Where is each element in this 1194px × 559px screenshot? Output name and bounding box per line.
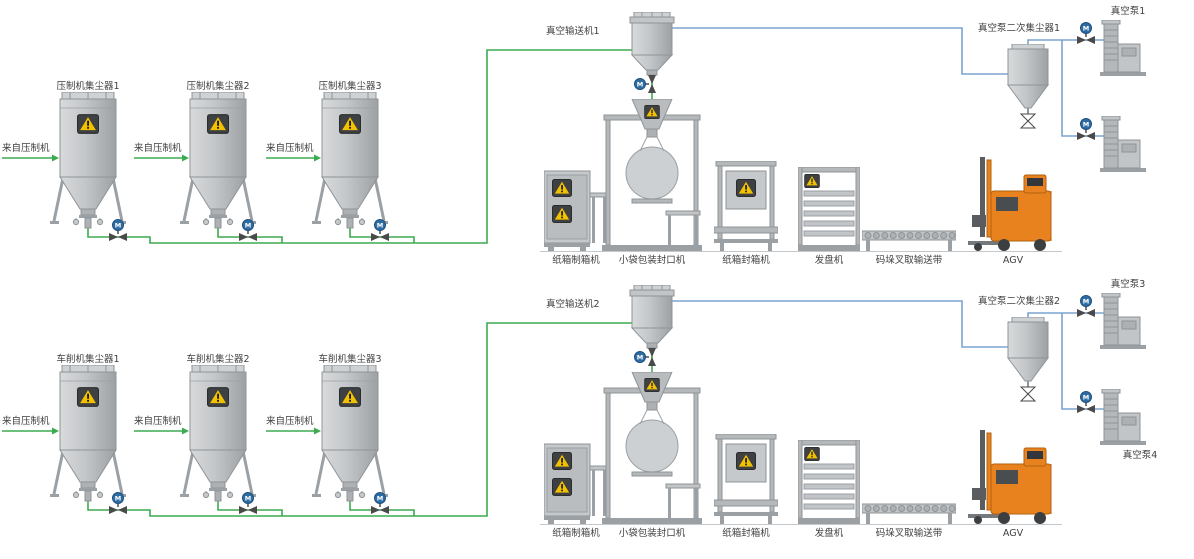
- machine-label: 码垛叉取输送带: [876, 527, 943, 539]
- secondary-collector-label: 真空泵二次集尘器2: [978, 295, 1060, 307]
- flow-arrow-icon: [52, 427, 59, 435]
- valve-motor-label: M: [245, 495, 251, 503]
- dust-collector-graphic: [50, 365, 126, 501]
- dust-collector-graphic: [180, 365, 256, 501]
- carton-sealing-machine-graphic: [714, 161, 778, 251]
- collector-label: 压制机集尘器1: [56, 80, 119, 92]
- carton-forming-machine-graphic: [544, 444, 608, 524]
- pallet-conveyor-graphic: [862, 230, 956, 251]
- valve-motor-label: M: [1083, 25, 1089, 33]
- machine-label: 纸箱封箱机: [722, 527, 770, 539]
- valve-motor-label: M: [1083, 298, 1089, 306]
- dust-collector-graphic: [312, 365, 388, 501]
- machine-label: 发盘机: [815, 254, 844, 266]
- agv-graphic: [968, 430, 1052, 524]
- source-label: 来自压制机: [134, 142, 182, 154]
- machine-label: 发盘机: [815, 527, 844, 539]
- vacuum-pump-graphic: [1100, 116, 1147, 173]
- valve-motor-label: M: [1083, 394, 1089, 402]
- source-label: 来自压制机: [266, 415, 314, 427]
- vacuum-conveyor-graphic: [629, 285, 675, 349]
- source-label: 来自压制机: [2, 415, 50, 427]
- source-label: 来自压制机: [134, 415, 182, 427]
- flow-arrow-icon: [52, 154, 59, 162]
- collector-label: 车削机集尘器1: [56, 353, 119, 365]
- valve-motor-label: M: [377, 222, 383, 230]
- flow-arrow-icon: [182, 154, 189, 162]
- material-pipe-main: [87, 322, 632, 517]
- secondary-dust-collector-graphic: [1007, 44, 1049, 129]
- carton-sealing-machine-graphic: [714, 434, 778, 524]
- vacuum-conveyor-label: 真空输送机2: [546, 298, 600, 310]
- flow-arrow-icon: [314, 427, 321, 435]
- vacuum-conveyor-graphic: [629, 12, 675, 76]
- machine-label: 码垛叉取输送带: [876, 254, 943, 266]
- flow-arrow-icon: [182, 427, 189, 435]
- secondary-dust-collector-graphic: [1007, 317, 1049, 402]
- dust-collector-graphic: [312, 92, 388, 228]
- flow-arrow-icon: [314, 154, 321, 162]
- collector-label: 压制机集尘器3: [318, 80, 381, 92]
- collector-label: 车削机集尘器3: [318, 353, 381, 365]
- secondary-collector-label: 真空泵二次集尘器1: [978, 22, 1060, 34]
- valve-motor-label: M: [115, 495, 121, 503]
- vacuum-pipe-main: [672, 300, 1008, 348]
- carton-forming-machine-graphic: [544, 171, 608, 251]
- machine-label: 小袋包装封口机: [619, 527, 686, 539]
- pump-label: 真空泵1: [1111, 5, 1146, 17]
- machine-label: 纸箱封箱机: [722, 254, 770, 266]
- valve-motor-label: M: [637, 354, 643, 362]
- vacuum-conveyor-label: 真空输送机1: [546, 25, 600, 37]
- dust-collector-graphic: [180, 92, 256, 228]
- pallet-conveyor-graphic: [862, 503, 956, 524]
- machine-label: 纸箱制箱机: [552, 254, 600, 266]
- material-pipe-main: [87, 49, 632, 244]
- collector-label: 车削机集尘器2: [186, 353, 249, 365]
- source-label: 来自压制机: [266, 142, 314, 154]
- valve-motor-label: M: [115, 222, 121, 230]
- machine-label: 小袋包装封口机: [619, 254, 686, 266]
- bag-packing-machine-graphic: [602, 99, 702, 251]
- vacuum-pump-graphic: [1100, 389, 1147, 446]
- valve-motor-label: M: [1083, 121, 1089, 129]
- valve-motor-label: M: [637, 81, 643, 89]
- vacuum-pipe-main: [672, 27, 1008, 75]
- tray-dispenser-graphic: [798, 440, 860, 524]
- section-press-line: 压制机集尘器1 压制机集尘器2 压制机集尘器3 来自压制机 来自压制机 来自压制…: [2, 5, 1147, 266]
- tray-dispenser-graphic: [798, 167, 860, 251]
- pump-label: 真空泵4: [1123, 449, 1158, 461]
- section-lathe-line: 车削机集尘器1 车削机集尘器2 车削机集尘器3 来自压制机 来自压制机 来自压制…: [2, 278, 1157, 539]
- pump-label: 真空泵3: [1111, 278, 1146, 290]
- valve-motor-label: M: [245, 222, 251, 230]
- machine-label: AGV: [1003, 528, 1024, 539]
- machine-label: 纸箱制箱机: [552, 527, 600, 539]
- vacuum-pump-graphic: [1100, 20, 1147, 77]
- collector-label: 压制机集尘器2: [186, 80, 249, 92]
- valve-motor-label: M: [377, 495, 383, 503]
- machine-label: AGV: [1003, 255, 1024, 266]
- vacuum-pump-graphic: [1100, 293, 1147, 350]
- source-label: 来自压制机: [2, 142, 50, 154]
- agv-graphic: [968, 157, 1052, 251]
- bag-packing-machine-graphic: [602, 372, 702, 524]
- dust-collector-graphic: [50, 92, 126, 228]
